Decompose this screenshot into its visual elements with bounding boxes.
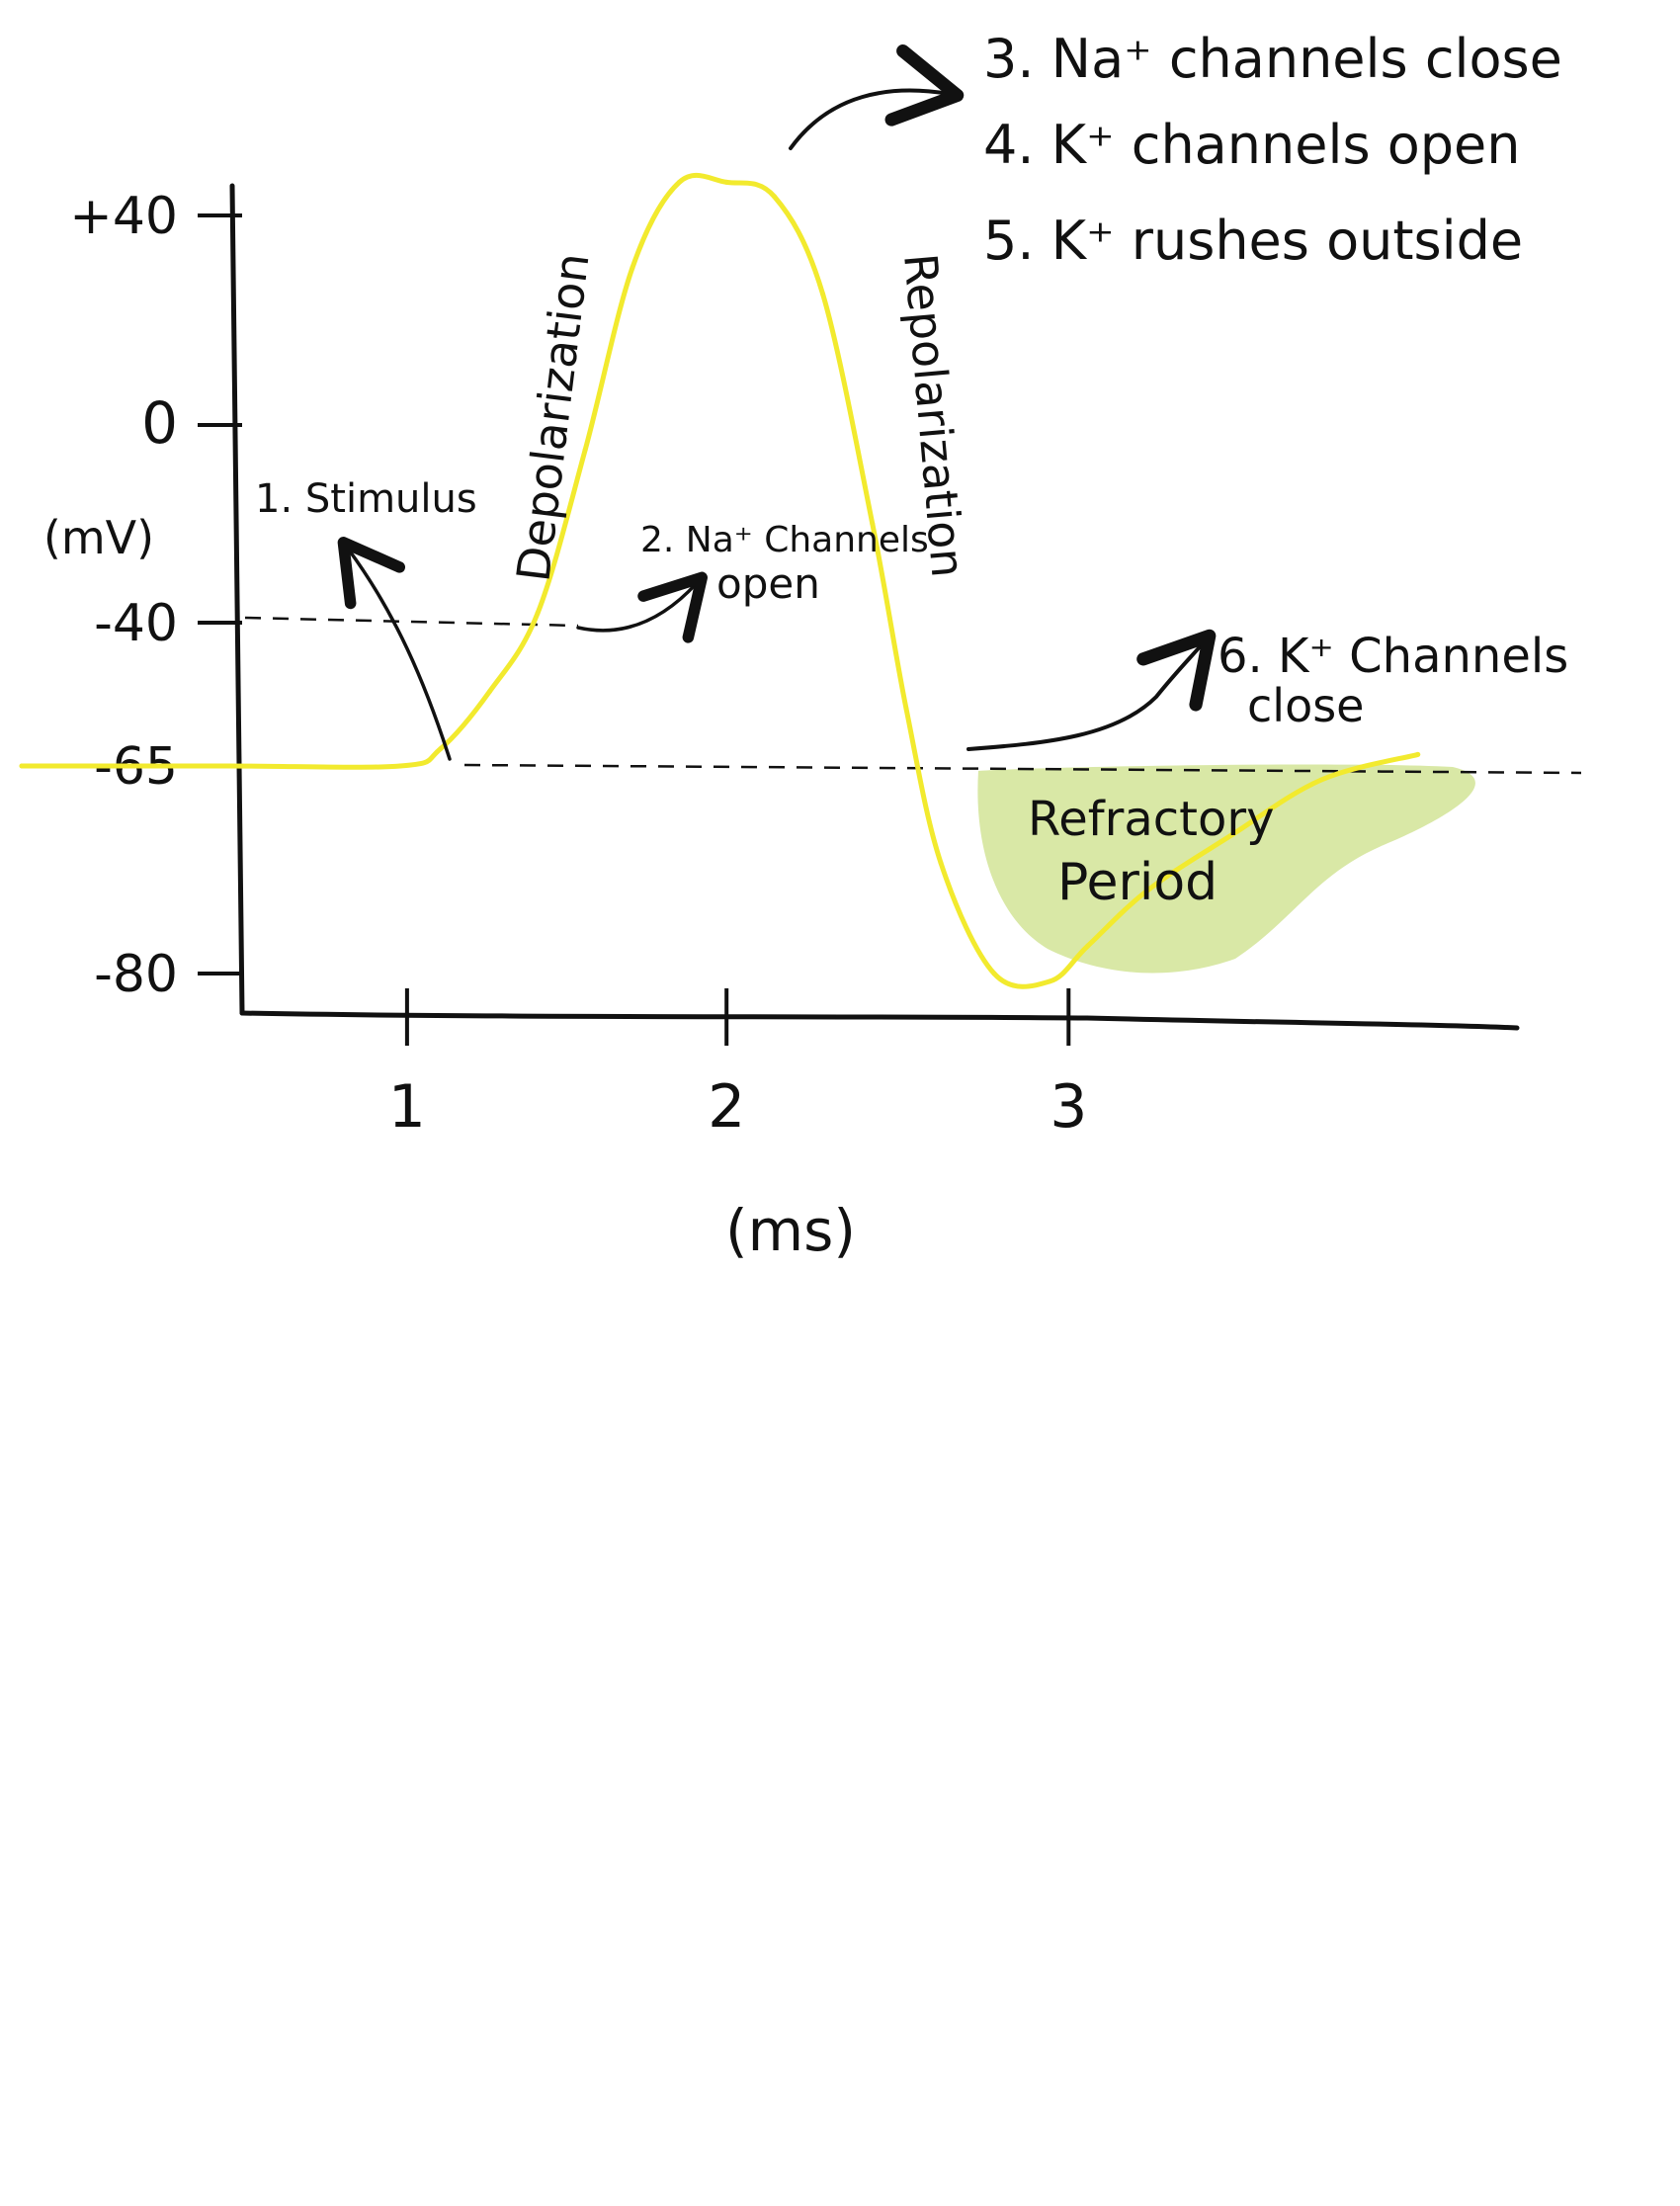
threshold-dashed-line bbox=[244, 616, 579, 628]
stimulus-annotation: 1. Stimulus bbox=[255, 476, 477, 522]
y-tick-label: -80 bbox=[94, 945, 178, 1004]
data-point bbox=[535, 610, 541, 616]
na-channels-open-arrow bbox=[576, 571, 708, 643]
data-point bbox=[991, 971, 997, 976]
data-point bbox=[397, 763, 403, 769]
k-channels-open-label: 4. K⁺ channels open bbox=[983, 114, 1521, 176]
data-point bbox=[630, 265, 635, 271]
data-point bbox=[1318, 777, 1324, 783]
y-tick-label: -40 bbox=[94, 594, 178, 653]
na-channels-open-label-2: open bbox=[716, 559, 820, 608]
k-channels-close-label-2: close bbox=[1247, 679, 1364, 732]
data-point bbox=[225, 763, 231, 769]
data-point bbox=[772, 194, 777, 200]
data-point bbox=[903, 706, 909, 712]
y-tick-label: +40 bbox=[69, 187, 178, 246]
y-tick-label: 0 bbox=[141, 389, 178, 457]
data-point bbox=[676, 179, 682, 185]
data-point bbox=[1085, 943, 1091, 949]
refractory-label-2: Period bbox=[1057, 853, 1218, 912]
x-tick-label: 2 bbox=[708, 1072, 745, 1142]
k-rushes-outside-label: 5. K⁺ rushes outside bbox=[983, 210, 1523, 272]
na-channels-open-label-1: 2. Na⁺ Channels bbox=[640, 520, 929, 560]
data-point bbox=[723, 179, 729, 185]
data-point bbox=[938, 860, 944, 866]
na-channels-close-label: 3. Na⁺ channels close bbox=[983, 28, 1562, 90]
data-point bbox=[438, 746, 444, 752]
data-point bbox=[870, 521, 876, 527]
depolarization-label: Depolarization bbox=[506, 250, 599, 584]
y-axis bbox=[229, 183, 245, 1016]
refractory-label-1: Refractory bbox=[1028, 792, 1275, 847]
membrane-potential-line bbox=[19, 172, 1421, 989]
y-axis-ticks: +400-40-65-80 bbox=[69, 187, 242, 1004]
data-point bbox=[820, 292, 826, 297]
data-point bbox=[582, 447, 588, 453]
data-point bbox=[1228, 832, 1234, 838]
data-point bbox=[19, 763, 25, 769]
peak-arrow bbox=[789, 44, 965, 150]
k-channels-close-arrow bbox=[966, 629, 1217, 751]
x-axis-ticks: 1 2 3 bbox=[388, 988, 1087, 1142]
x-axis bbox=[239, 1010, 1520, 1031]
data-point bbox=[487, 689, 492, 695]
x-tick-label: 3 bbox=[1050, 1072, 1087, 1142]
refractory-period-shading bbox=[977, 764, 1475, 974]
x-tick-label: 1 bbox=[388, 1072, 426, 1142]
stimulus-arrow bbox=[337, 537, 452, 761]
resting-dashed-line bbox=[463, 763, 1582, 775]
data-point bbox=[1415, 751, 1421, 757]
membrane-potential-points bbox=[19, 179, 1421, 984]
data-point bbox=[1144, 888, 1150, 893]
y-axis-label: (mV) bbox=[43, 511, 154, 564]
data-point bbox=[1047, 978, 1052, 984]
k-channels-close-label-1: 6. K⁺ Channels bbox=[1218, 629, 1568, 684]
x-axis-label: (ms) bbox=[725, 1197, 856, 1264]
